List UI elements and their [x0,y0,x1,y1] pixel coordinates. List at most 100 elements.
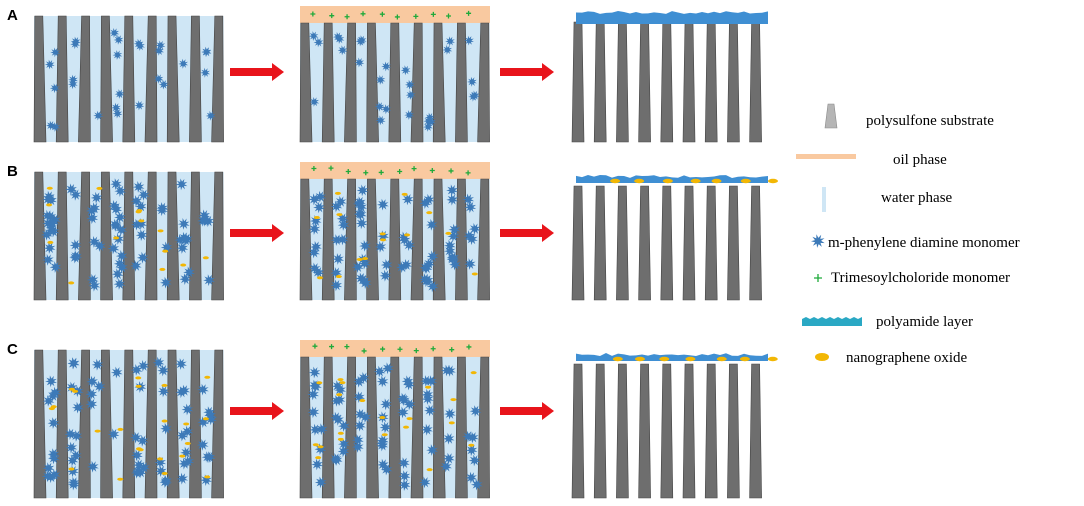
graphene-oxide-icon [468,443,475,447]
graphene-oxide-icon [46,203,53,207]
mpd-monomer-icon [45,471,57,484]
mpd-monomer-icon [308,366,321,379]
mpd-monomer-icon [426,280,439,293]
substrate-pillar [211,349,224,499]
legend-label-tmc: Trimesoylcholoride monomer [831,270,1010,286]
substrate-pillar [33,171,47,301]
mpd-monomer-icon [426,250,439,263]
graphene-oxide-icon [312,443,319,447]
graphene-oxide-icon [356,257,363,261]
substrate-pillar [144,171,158,301]
tmc-monomer-icon [446,13,451,19]
legend-item-oil: oil phase [796,152,947,168]
mpd-monomer-icon [351,261,364,273]
mpd-monomer-icon [440,460,452,473]
mpd-monomer-icon [113,278,126,290]
mpd-monomer-icon [377,198,389,211]
arrow-right-icon [230,63,284,81]
substrate-pillar [727,21,740,143]
legend-label-oil: oil phase [893,152,947,168]
graphene-oxide-icon [180,263,187,267]
mpd-monomer-icon [70,36,81,47]
substrate-pillar [78,15,91,143]
mpd-monomer-icon [379,421,392,434]
mpd-monomer-icon [398,231,410,244]
substrate-pillar [122,171,136,301]
graphene-oxide-icon [362,257,369,261]
mpd-monomer-icon [130,195,143,207]
mpd-monomer-icon [313,37,324,48]
oil-shape [796,154,856,159]
substrate-pillar [189,171,202,301]
mpd-monomer-icon [397,406,409,419]
mpd-monomer-icon [88,279,101,292]
mpd-monomer-icon [132,181,145,193]
arrow-right-icon [500,63,554,81]
mpd-monomer-icon [308,31,319,41]
graphene-oxide-icon [470,371,477,375]
tmc-monomer-icon [430,346,436,352]
tmc-monomer-icon [345,169,351,175]
substrate-pillar [410,22,424,143]
polyamide-layer [576,11,768,24]
mpd-monomer-icon [130,431,142,444]
mpd-monomer-icon [86,273,99,286]
graphene-oxide-icon [406,417,413,421]
tmc-monomer-icon [397,169,403,175]
mpd-monomer-icon [377,458,389,471]
tmc-monomer-icon [448,168,454,174]
substrate-pillar [166,171,180,301]
mpd-monomer-icon [69,188,82,201]
graphene-oxide-icon [445,231,452,235]
row-label-c: C [7,341,18,358]
mpd-monomer-icon [178,231,191,244]
mpd-monomer-icon [156,204,168,217]
mpd-monomer-icon [359,411,372,423]
mpd-monomer-icon [445,36,455,47]
mpd-monomer-icon [332,253,344,265]
mpd-monomer-icon [49,83,60,94]
mpd-monomer-icon [42,193,54,206]
mpd-monomer-icon [175,178,188,191]
mpd-monomer-icon [196,438,209,451]
substrate-pillar [749,185,762,301]
mpd-monomer-icon [334,195,347,208]
mpd-monomer-icon [442,432,455,445]
mpd-monomer-icon [403,378,415,391]
arrow-right-icon [230,402,284,420]
graphene-oxide-icon [183,422,190,426]
graphene-oxide-icon [334,191,341,195]
mpd-monomer-icon [198,209,211,222]
mpd-monomer-icon [65,441,78,454]
substrate-pillar [388,22,402,143]
graphene-oxide-icon [46,186,53,190]
mpd-monomer-icon [155,465,167,478]
mpd-monomer-icon [309,97,320,107]
tmc-monomer-icon [814,274,822,282]
tmc-monomer-icon [344,344,350,350]
graphene-oxide-icon [740,178,751,184]
graphene-oxide-icon [138,219,145,223]
graphene-oxide-icon [313,216,320,220]
graphene-oxide-icon [634,356,645,362]
mpd-monomer-icon [48,468,61,481]
legend-item-mpd: m-phenylene diamine monomer [811,234,1020,251]
mpd-monomer-icon [330,200,343,213]
tmc-monomer-icon [310,11,316,17]
panel-c-3 [571,353,778,499]
graphene-oxide-icon [380,238,387,242]
graphene-oxide-icon [179,454,186,458]
graphene-oxide-icon [662,178,673,184]
graphene-oxide-icon [50,405,57,409]
tmc-monomer-icon [394,14,400,20]
oil-phase-band [300,6,490,23]
substrate-pillar [344,22,357,143]
polyamide-layer [576,353,768,364]
mpd-monomer-icon [463,230,476,242]
mpd-monomer-icon [424,404,436,417]
substrate-pillar [388,178,402,301]
mpd-monomer-icon [200,67,211,78]
mpd-monomer-icon [112,233,125,245]
substrate-pillar [616,21,629,143]
mpd-monomer-icon [311,458,324,471]
